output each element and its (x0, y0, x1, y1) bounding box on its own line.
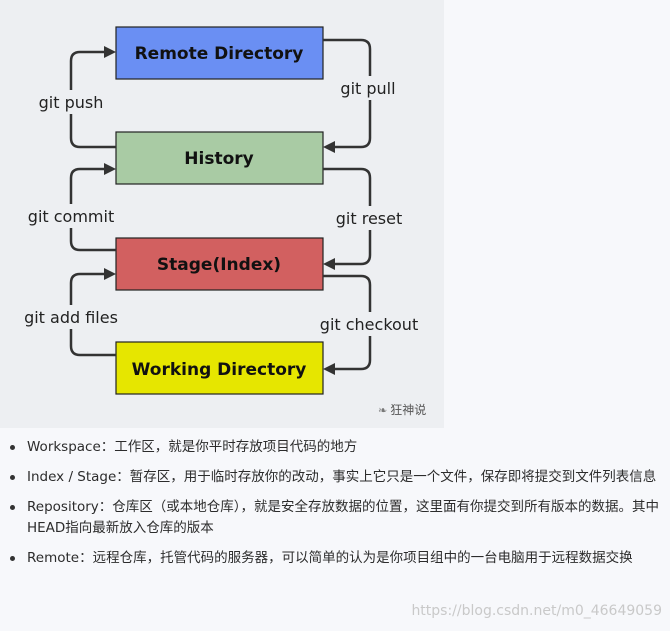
remote-directory-box (115, 26, 324, 80)
working-directory-box (115, 341, 324, 395)
list-item: Index / Stage：暂存区，用于临时存放你的改动，事实上它只是一个文件，… (0, 467, 660, 488)
git-commit-label: git commit (28, 207, 114, 226)
history-label: History (184, 149, 253, 169)
working-directory-label: Working Directory (132, 360, 307, 380)
remote-directory-label: Remote Directory (135, 44, 304, 64)
git-add-files-label: git add files (24, 308, 118, 327)
git-workflow-figure: Remote Directory History Stage(Index) Wo… (0, 0, 444, 428)
stage-index-label: Stage(Index) (157, 255, 281, 275)
list-item: Repository：仓库区（或本地仓库），就是安全存放数据的位置，这里面有你提… (0, 497, 660, 539)
concept-notes-list: Workspace：工作区，就是你平时存放项目代码的地方 Index / Sta… (0, 437, 660, 578)
git-workflow-diagram: Remote Directory History Stage(Index) Wo… (18, 26, 426, 395)
stage-index-box (115, 237, 324, 291)
site-watermark: https://blog.csdn.net/m0_46649059 (411, 603, 662, 619)
git-pull-label: git pull (340, 79, 395, 98)
git-push-label: git push (39, 93, 104, 112)
list-item: Remote：远程仓库，托管代码的服务器，可以简单的认为是你项目组中的一台电脑用… (0, 548, 660, 569)
list-item: Workspace：工作区，就是你平时存放项目代码的地方 (0, 437, 660, 458)
git-reset-label: git reset (336, 209, 402, 228)
wechat-watermark: ❧狂神说 (378, 403, 427, 417)
history-box (115, 131, 324, 185)
git-checkout-label: git checkout (320, 315, 418, 334)
wechat-icon: ❧ (378, 404, 388, 417)
